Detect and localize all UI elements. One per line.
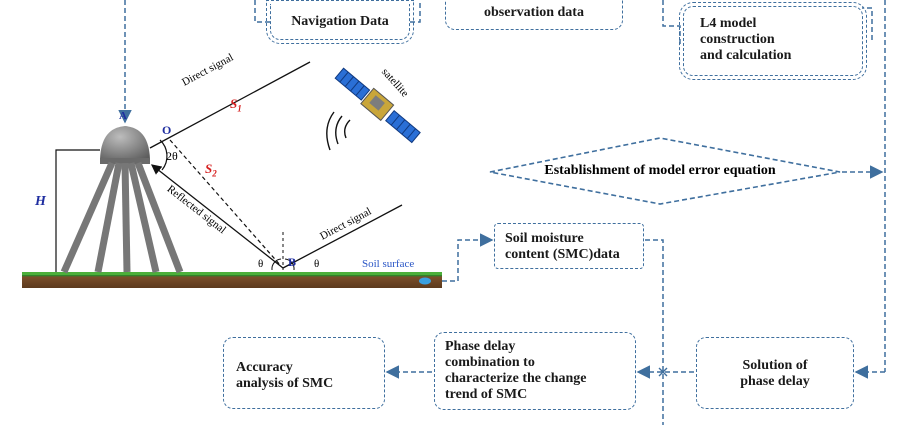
phase-delay-combo-box: Phase delay combination to characterize …	[434, 332, 636, 410]
angle-2theta-label: 2θ	[166, 149, 178, 163]
error-equation-label: Establishment of model error equation	[544, 163, 776, 178]
reflected-signal-line	[150, 164, 284, 269]
solution-phase-delay-box: Solution of phase delay	[696, 337, 854, 409]
phase-delay-combo-line-3: characterize the change	[445, 371, 587, 386]
accuracy-line-1: Accuracy	[236, 360, 293, 375]
navigation-data-label: Navigation Data	[291, 14, 389, 29]
soil-strip	[22, 272, 442, 288]
height-bracket	[55, 149, 100, 272]
theta-right-label: θ	[314, 258, 320, 270]
angle-theta-arcs	[271, 258, 295, 271]
s2-subscript: 2	[212, 168, 217, 179]
smc-data-line-1: Soil moisture	[505, 231, 584, 246]
signal-waves-icon	[326, 111, 351, 151]
smc-data-line-2: content (SMC)data	[505, 247, 620, 262]
point-b-label: B	[288, 255, 297, 269]
s1-label: S1	[230, 96, 242, 114]
flow-lines	[118, 0, 886, 425]
solution-line-2: phase delay	[740, 374, 810, 389]
phase-delay-combo-line-1: Phase delay	[445, 339, 516, 354]
s1-letter: S	[230, 96, 238, 111]
theta-left-label: θ	[258, 258, 264, 270]
l4-model-line-2: construction	[700, 32, 775, 47]
smc-data-box: Soil moisture content (SMC)data	[494, 223, 644, 269]
accuracy-analysis-box: Accuracy analysis of SMC	[223, 337, 385, 409]
direct-signal-top-line	[149, 61, 311, 149]
error-equation-diamond	[489, 137, 841, 205]
point-a-label: A	[119, 110, 127, 122]
solution-line-1: Solution of	[742, 358, 808, 373]
crossing-mark	[658, 367, 668, 377]
point-o-label: O	[162, 123, 172, 137]
soil-surface-label: Soil surface	[362, 258, 415, 270]
observation-data-box: observation data	[445, 0, 623, 30]
soil-water-spot	[419, 277, 431, 285]
l4-model-line-1: L4 model	[700, 16, 757, 31]
navigation-data-box: Navigation Data	[266, 0, 414, 44]
s2-letter: S	[205, 161, 213, 176]
phase-delay-combo-line-2: combination to	[445, 355, 535, 370]
observation-data-label: observation data	[484, 5, 584, 20]
l4-model-box: L4 model construction and calculation	[679, 2, 867, 80]
antenna	[60, 126, 184, 274]
s2-label: S2	[205, 161, 217, 179]
phase-delay-combo-line-4: trend of SMC	[445, 387, 528, 402]
s1-subscript: 1	[237, 103, 242, 114]
l4-model-line-3: and calculation	[700, 48, 792, 63]
height-label: H	[35, 194, 46, 209]
accuracy-line-2: analysis of SMC	[236, 376, 334, 391]
angle-2theta-arc	[159, 139, 168, 171]
satellite-icon	[334, 67, 421, 144]
direct-signal-bottom-line	[282, 204, 403, 269]
